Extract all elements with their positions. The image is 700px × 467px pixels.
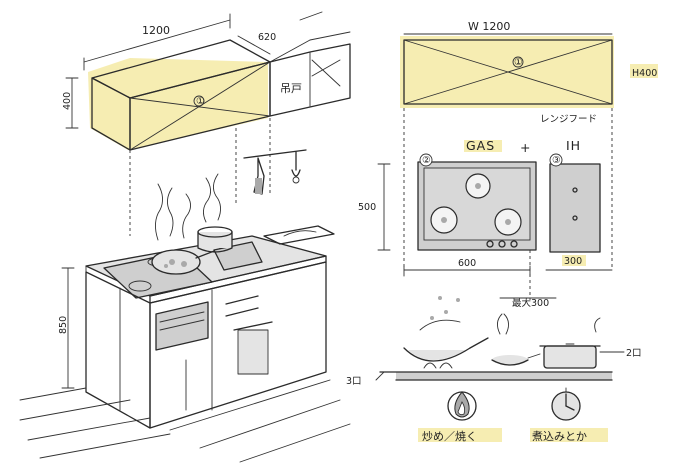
counter-elevation: 2口 3口 xyxy=(346,296,642,387)
right-hood-height-label: H400 xyxy=(632,68,657,79)
utensil-rail xyxy=(243,149,307,195)
left-hood-width-label: 1200 xyxy=(142,24,170,37)
left-range-hood: ① xyxy=(88,39,271,151)
right-range-hood: ① H400 レンジフード xyxy=(400,36,658,125)
left-hood-height-label: 400 xyxy=(62,92,73,110)
three-burner-label: 3口 xyxy=(346,376,362,387)
ih-width-label: 300 xyxy=(564,256,582,267)
ih-number: ③ xyxy=(552,155,561,166)
gas-label: GAS xyxy=(466,138,495,153)
wall-cabinet-label: 吊戸 xyxy=(280,82,302,95)
timer-icon xyxy=(551,387,581,421)
simmer-caption: 煮込みとか xyxy=(532,430,587,443)
ih-label: IH xyxy=(566,138,581,153)
ih-cooktop: ③ xyxy=(549,153,601,253)
max-label: 最大300 xyxy=(512,297,549,309)
right-hood-width-label: W 1200 xyxy=(468,20,510,33)
flame-icon xyxy=(447,391,477,421)
floor-boards xyxy=(19,379,351,463)
lower-cabinet xyxy=(85,261,327,429)
left-perspective-sketch: ① 1200 620 400 吊戸 xyxy=(19,11,351,463)
right-hood-label: レンジフード xyxy=(540,114,597,125)
right-elevation-sketch: ① H400 レンジフード W 1200 GAS + IH xyxy=(346,20,658,443)
gas-number: ② xyxy=(422,155,431,166)
right-hood-number: ① xyxy=(514,57,523,68)
left-countertop xyxy=(85,173,335,304)
gas-width-label: 600 xyxy=(458,258,476,269)
depth-label: 500 xyxy=(358,202,376,213)
two-burner-label: 2口 xyxy=(626,348,642,359)
counter-height-label: 850 xyxy=(58,316,69,334)
left-hood-number: ① xyxy=(196,96,205,107)
plus-label: + xyxy=(520,140,531,155)
wall-cabinets: 吊戸 xyxy=(269,11,351,117)
gas-cooktop: ② xyxy=(417,153,537,251)
left-hood-depth-label: 620 xyxy=(258,32,276,43)
stir-fry-caption: 炒め／焼く xyxy=(422,430,477,443)
